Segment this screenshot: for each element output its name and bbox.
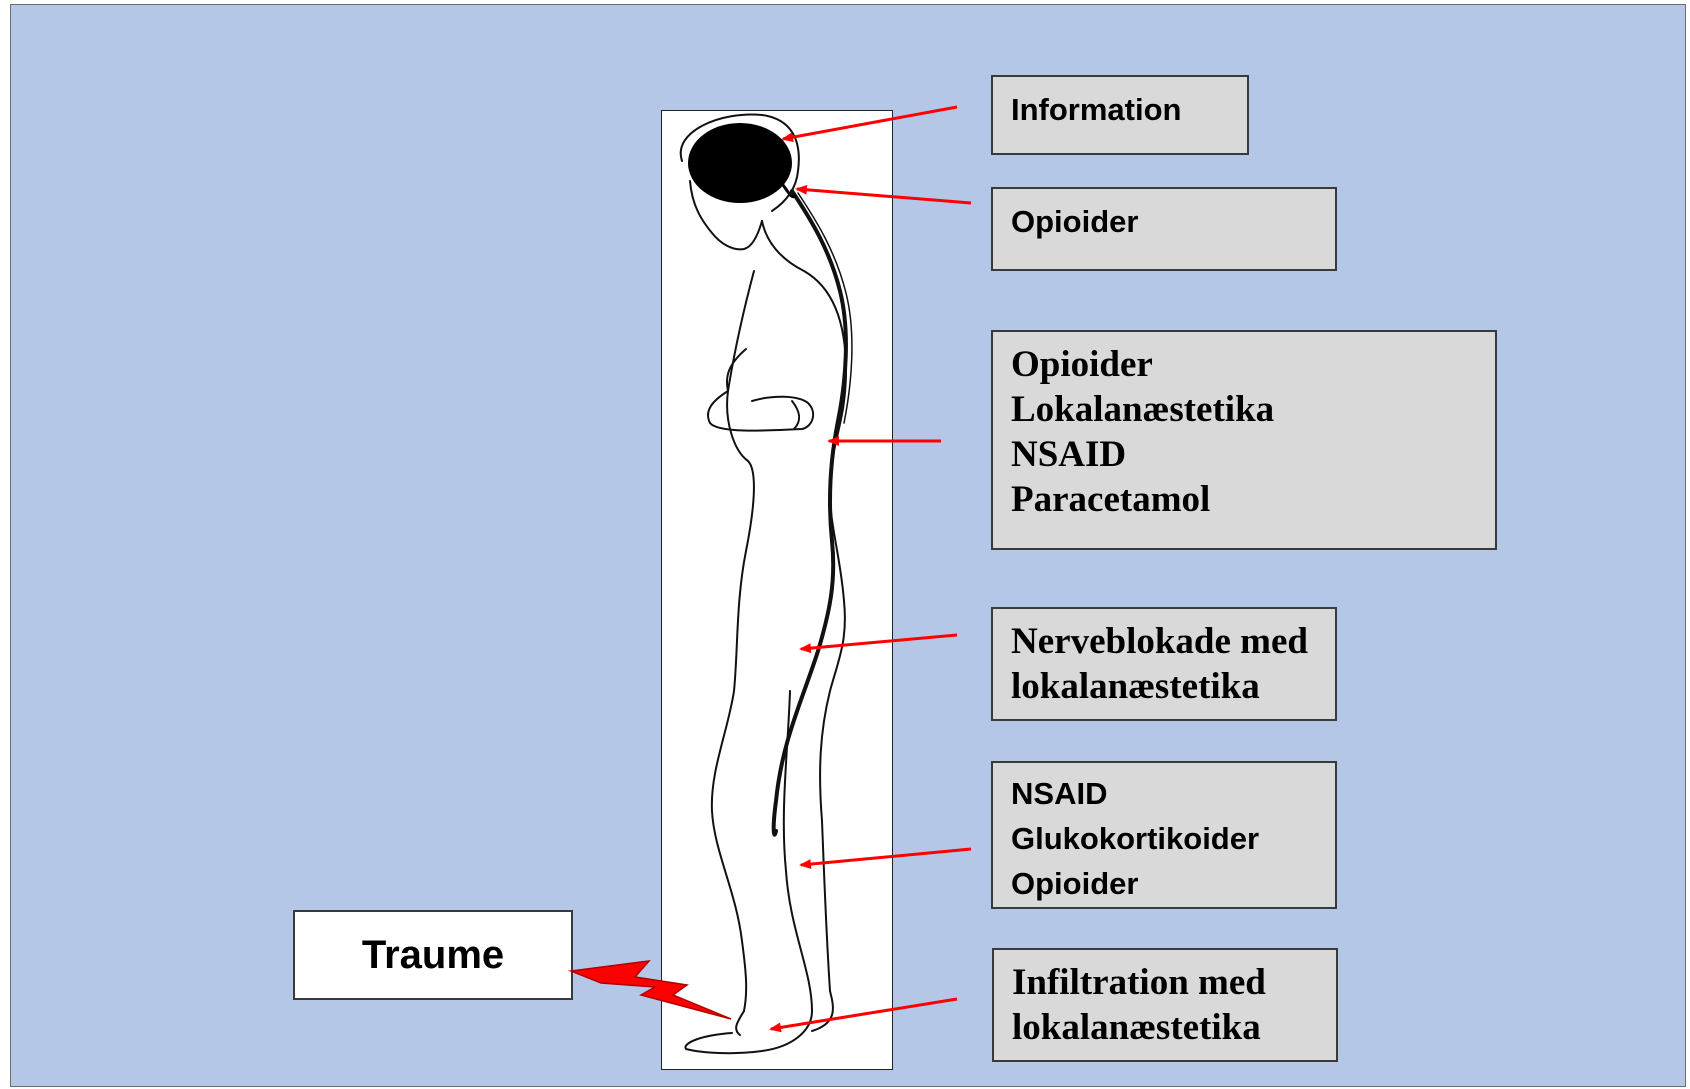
arrow-infiltration [771,999,957,1029]
arrow-peripheral [801,849,971,865]
arrow-nerve-block [801,635,957,649]
lightning-bolt-icon [571,961,731,1019]
arrow-opioider-brain [797,189,971,203]
diagram-canvas: Information Opioider Opioider Lokalanæst… [10,4,1686,1087]
arrows-overlay [11,5,1687,1088]
arrow-information [783,107,957,139]
